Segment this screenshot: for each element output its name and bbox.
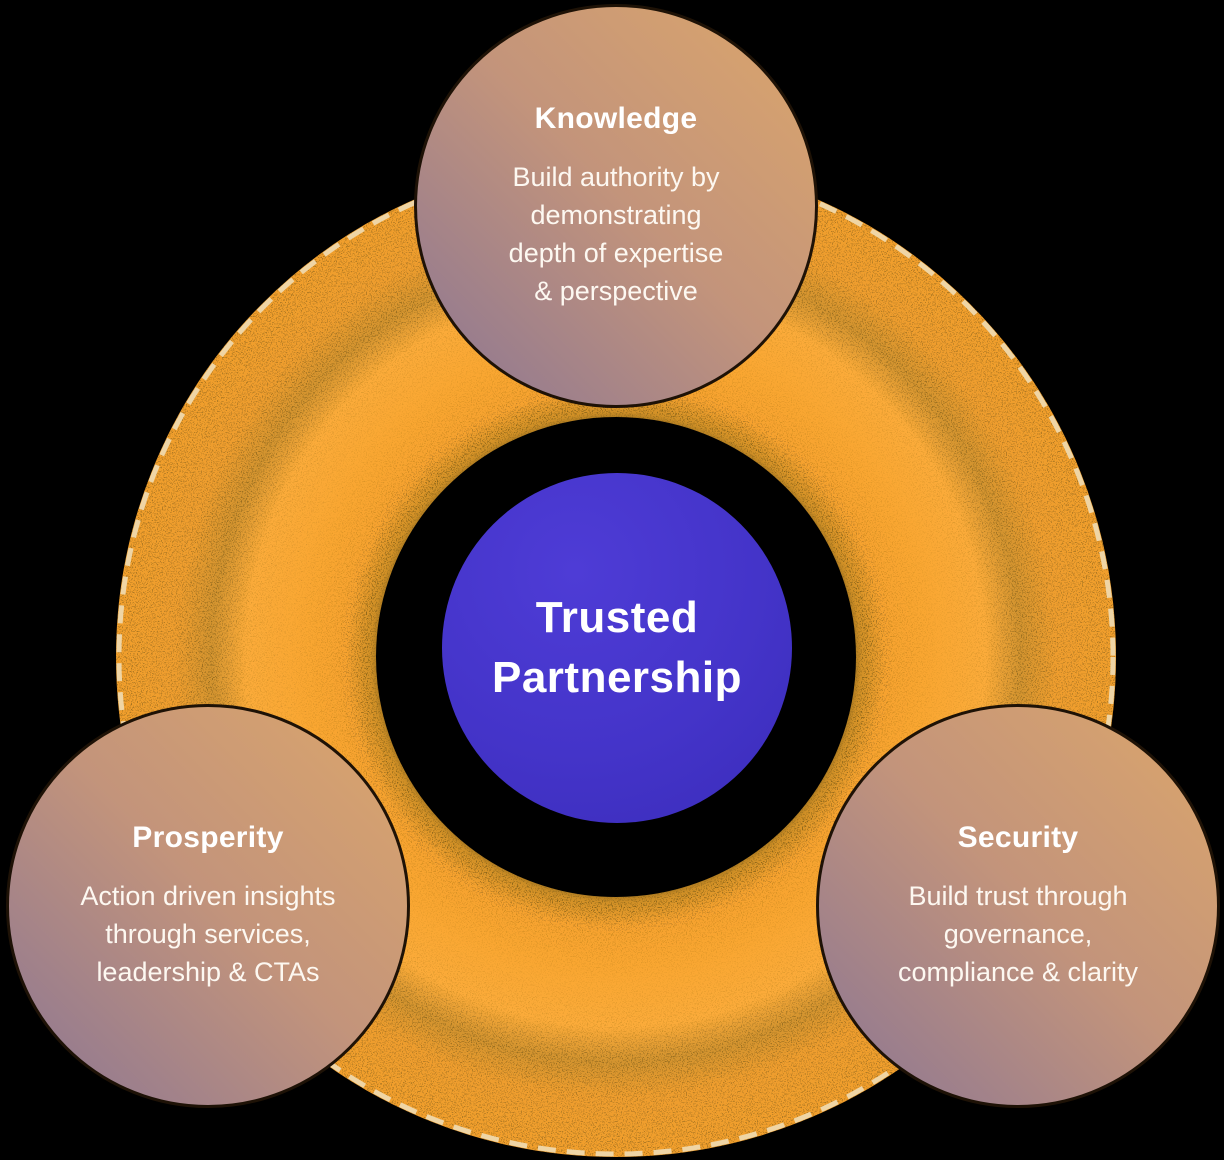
node-prosperity-title: Prosperity — [132, 821, 284, 854]
node-knowledge-body: Build authority by demonstrating depth o… — [508, 162, 724, 306]
node-prosperity-body: Action driven insights through services,… — [80, 881, 336, 987]
node-knowledge-title: Knowledge — [534, 102, 698, 135]
center-circle-title: Trusted Partnership — [491, 593, 742, 702]
node-security: Security Build trust through governance,… — [816, 704, 1220, 1108]
ring-dashed-border — [116, 157, 1116, 1157]
node-prosperity: Prosperity Action driven insights throug… — [6, 704, 410, 1108]
center-circle: Trusted Partnership — [442, 473, 792, 823]
node-security-title: Security — [957, 821, 1079, 854]
node-knowledge: Knowledge Build authority by demonstrati… — [414, 4, 818, 408]
node-security-body: Build trust through governance, complian… — [897, 881, 1139, 987]
